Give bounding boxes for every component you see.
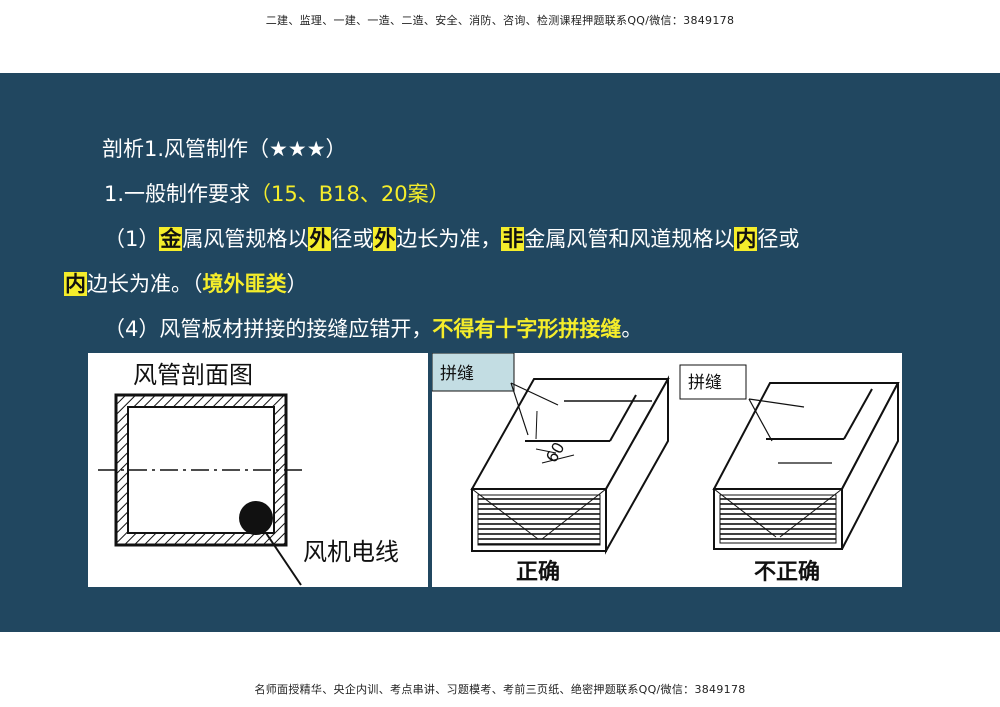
bottom-banner: 名师面授精华、央企内训、考点串讲、习题模考、考前三页纸、绝密押题联系QQ/微信：…	[254, 683, 746, 696]
para1-text: 属风管规格以	[182, 227, 309, 251]
highlight-nei: 内	[64, 272, 87, 296]
highlight-nei: 内	[734, 227, 758, 251]
para1-text: 径或	[331, 227, 374, 251]
top-banner: 二建、监理、一建、一造、二造、安全、消防、咨询、检测课程押题联系QQ/微信：38…	[265, 14, 735, 27]
duct-incorrect	[712, 382, 900, 550]
subtitle-ref: （15、B18、20案）	[250, 182, 450, 206]
para2-text: （4）风管板材拼接的接缝应错开，	[104, 317, 433, 341]
subtitle-text: 1.一般制作要求	[104, 182, 251, 206]
highlight-wai: 外	[308, 227, 332, 251]
highlight-wai: 外	[373, 227, 397, 251]
para2-end: 。	[621, 317, 643, 341]
cable-label: 风机电线	[303, 538, 399, 566]
highlight-jin: 金	[159, 227, 183, 251]
paragraph-1-line-1: （1）金属风管规格以外径或外边长为准，非金属风管和风道规格以内径或	[104, 223, 799, 253]
para1-text: 边长为准。（	[87, 272, 203, 296]
cable-circle	[239, 501, 273, 535]
slide-title: 剖析1.风管制作（★★★）	[102, 137, 347, 161]
paragraph-2: （4）风管板材拼接的接缝应错开，不得有十字形拼接缝。	[104, 313, 642, 343]
seam-figure: 拼缝 60 正确 拼缝	[431, 352, 902, 587]
seam-tag-right: 拼缝	[688, 373, 722, 393]
seam-tag-left-box	[431, 352, 515, 392]
para1-text: 径或	[757, 227, 800, 251]
seam-tag-left: 拼缝	[440, 364, 474, 384]
slide-subtitle: 1.一般制作要求（15、B18、20案）	[104, 178, 450, 208]
para1-text: 边长为准，	[396, 227, 502, 251]
para2-emphasis: 不得有十字形拼接缝	[432, 317, 622, 341]
caption-correct: 正确	[516, 559, 560, 585]
duct-section-figure: 风管剖面图 风机电线	[88, 353, 428, 587]
para1-text: 金属风管和风道规格以	[524, 227, 735, 251]
duct-section-drawing: 风管剖面图 风机电线	[98, 361, 399, 586]
highlight-fei: 非	[501, 227, 525, 251]
duct-correct: 60	[470, 375, 670, 555]
slide-panel: 剖析1.风管制作（★★★） 1.一般制作要求（15、B18、20案） （1）金属…	[0, 73, 1000, 632]
mnemonic-text: 境外匪类	[202, 272, 287, 296]
para1-text: ）	[286, 272, 308, 296]
seam-tag-right-box	[679, 364, 747, 400]
leader-line	[265, 532, 302, 586]
seam-drawing: 拼缝 60 正确 拼缝	[431, 352, 900, 585]
caption-incorrect: 不正确	[754, 559, 820, 585]
para1-open: （1）	[104, 227, 160, 251]
paragraph-1-line-2: 内边长为准。（境外匪类）	[64, 268, 308, 298]
section-title: 风管剖面图	[133, 361, 253, 389]
